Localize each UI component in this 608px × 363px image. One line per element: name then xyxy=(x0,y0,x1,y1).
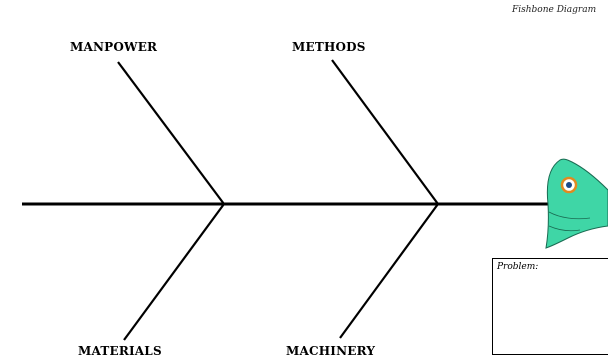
bone-machinery xyxy=(340,204,438,338)
bone-manpower xyxy=(118,62,224,204)
category-methods: METHODS xyxy=(292,40,366,54)
category-manpower: MANPOWER xyxy=(70,40,157,54)
problem-label: Problem: xyxy=(497,262,538,272)
fish-head-icon xyxy=(546,159,608,248)
bone-methods xyxy=(332,60,438,204)
category-materials: MATERIALS xyxy=(78,344,162,358)
category-machinery: MACHINERY xyxy=(286,344,375,358)
problem-box[interactable]: Problem: xyxy=(492,258,608,355)
bone-materials xyxy=(124,204,224,340)
